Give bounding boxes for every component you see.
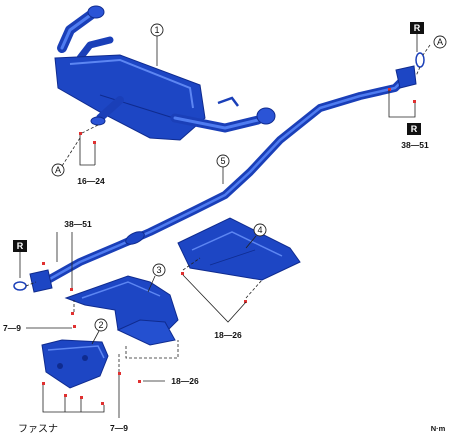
callout-5-label: 5 bbox=[220, 156, 225, 166]
callout-1-label: 1 bbox=[154, 25, 159, 35]
rear-hanger-fasteners: A 16—24 bbox=[51, 124, 105, 186]
callout-1: 1 bbox=[150, 23, 164, 66]
fastener-label: ファスナ bbox=[18, 423, 58, 435]
front-flange-left-fasteners: 38—51 R bbox=[13, 219, 92, 291]
torque-cover-center: 18—26 bbox=[171, 376, 199, 386]
callout-3-label: 3 bbox=[156, 265, 161, 275]
bracket-2: 2 ファスナ 7—9 bbox=[18, 318, 128, 435]
callout-5: 5 bbox=[216, 154, 230, 184]
torque-cover-right: 18—26 bbox=[214, 330, 242, 340]
unit-label: N·m bbox=[431, 424, 446, 433]
gasket-ref-front: A bbox=[437, 37, 443, 47]
replace-label-top: R bbox=[414, 23, 421, 33]
torque-cover-bottom: 7—9 bbox=[110, 423, 128, 433]
under-cover-4: 4 18—26 bbox=[177, 217, 301, 340]
torque-front-flange-left: 38—51 bbox=[64, 219, 92, 229]
replace-label-right: R bbox=[411, 124, 418, 134]
replace-label-left: R bbox=[17, 241, 24, 251]
torque-cover-left: 7—9 bbox=[3, 323, 21, 333]
front-flange-top-fasteners: R A R 38—51 bbox=[388, 22, 447, 150]
under-cover-3: 3 7—9 18—26 bbox=[3, 263, 199, 386]
front-pipe bbox=[29, 65, 417, 293]
torque-front-flange-top: 38—51 bbox=[401, 140, 429, 150]
callout-2-label: 2 bbox=[98, 320, 103, 330]
callout-4-label: 4 bbox=[257, 225, 262, 235]
rear-muffler bbox=[54, 5, 276, 141]
gasket-ref-rear: A bbox=[55, 165, 61, 175]
torque-rear-hanger: 16—24 bbox=[77, 176, 105, 186]
